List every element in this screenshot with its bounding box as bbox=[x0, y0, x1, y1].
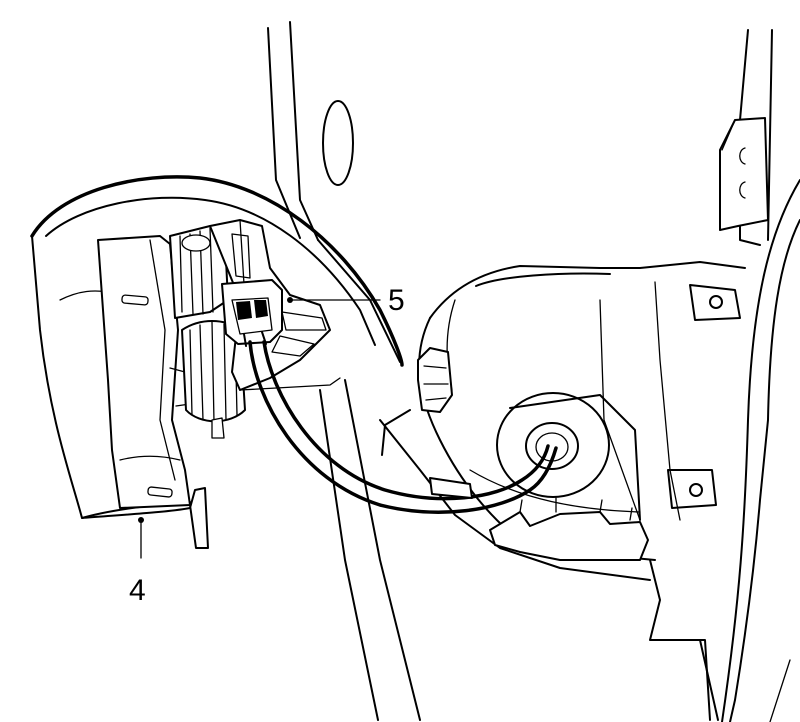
tail-light-housing bbox=[30, 175, 404, 549]
callout-5: 5 bbox=[287, 284, 405, 317]
retaining-clip bbox=[417, 347, 453, 413]
callout-5-dot bbox=[287, 297, 293, 303]
callout-4: 4 bbox=[129, 517, 146, 607]
body-side-panel bbox=[719, 29, 800, 722]
wiring-harness bbox=[248, 340, 558, 514]
callout-5-label: 5 bbox=[388, 284, 405, 317]
callout-4-label: 4 bbox=[129, 574, 146, 607]
callout-4-dot bbox=[138, 517, 144, 523]
